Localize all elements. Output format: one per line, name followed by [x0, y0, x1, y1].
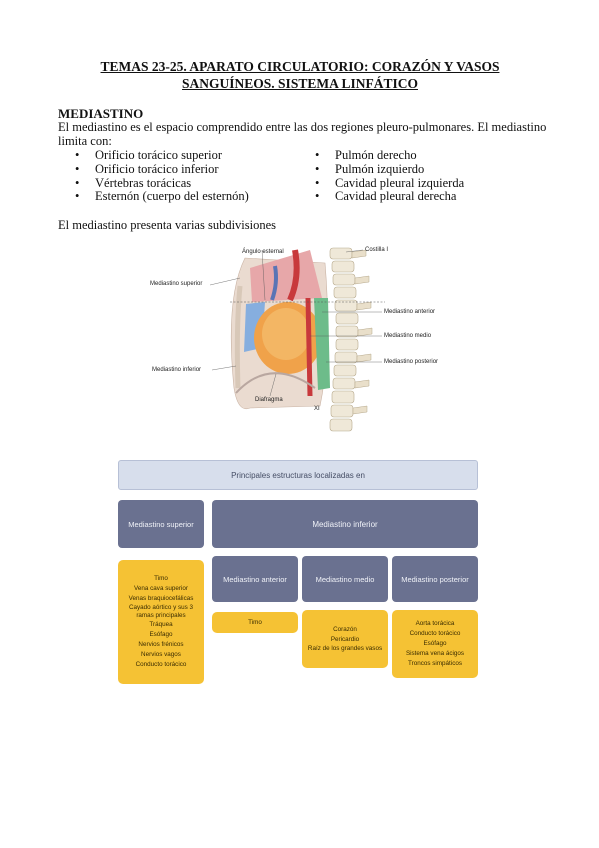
list-item: Pulmón derecho [315, 148, 464, 163]
bullet-list-left: Orificio torácico superior Orificio torá… [75, 148, 249, 204]
label-costilla: Costilla I [365, 247, 389, 253]
box-mediastino-inferior: Mediastino inferior [212, 500, 478, 548]
list-item: Cavidad pleural derecha [315, 190, 464, 204]
list-item: Orificio torácico inferior [75, 162, 249, 177]
list-item: Nervios frénicos [138, 641, 184, 648]
items-mediastino-anterior: Timo [212, 612, 298, 633]
list-item: Timo [154, 575, 168, 582]
list-item: Nervios vagos [141, 651, 181, 658]
list-item: Timo [248, 618, 262, 626]
subdivisions-text: El mediastino presenta varias subdivisio… [58, 218, 277, 232]
list-item: Pulmón izquierdo [315, 162, 464, 177]
section-heading: MEDIASTINO [58, 106, 144, 121]
list-item: Orificio torácico superior [75, 148, 249, 163]
title-line-1: TEMAS 23-25. APARATO CIRCULATORIO: CORAZ… [100, 59, 500, 74]
list-item: Conducto torácico [409, 630, 461, 637]
list-item: Vértebras torácicas [75, 176, 249, 191]
list-item: Raíz de los grandes vasos [307, 645, 383, 652]
box-mediastino-superior: Mediastino superior [118, 500, 204, 548]
bullet-list-right: Pulmón derecho Pulmón izquierdo Cavidad … [315, 148, 464, 204]
title-line-2: SANGUÍNEOS. SISTEMA LINFÁTICO [182, 76, 418, 91]
list-item: Esternón (cuerpo del esternón) [75, 190, 249, 204]
box-mediastino-medio: Mediastino medio [302, 556, 388, 602]
list-item: Esófago [423, 640, 447, 647]
list-item: Cayado aórtico y sus 3 ramas principales [128, 604, 194, 619]
label-mediastino-inferior: Mediastino inferior [152, 367, 202, 373]
list-item: Vena cava superior [134, 585, 188, 592]
box-mediastino-anterior: Mediastino anterior [212, 556, 298, 602]
list-item: Cavidad pleural izquierda [315, 176, 464, 191]
page-title: TEMAS 23-25. APARATO CIRCULATORIO: CORAZ… [60, 58, 540, 92]
list-item: Conducto torácico [135, 661, 187, 668]
label-vertebra-xi: XI [314, 406, 320, 412]
list-item: Pericardio [330, 636, 360, 643]
list-item: Corazón [333, 626, 357, 633]
mediastinum-illustration [209, 247, 385, 432]
items-mediastino-medio: Corazón Pericardio Raíz de los grandes v… [302, 610, 388, 668]
label-angulo-esternal: Ángulo esternal [242, 249, 284, 255]
label-mediastino-superior: Mediastino superior [150, 281, 203, 287]
label-mediastino-medio: Mediastino medio [384, 333, 432, 339]
list-item: Aorta torácica [415, 620, 455, 627]
intro-paragraph: El mediastino es el espacio comprendido … [58, 120, 547, 148]
label-diafragma: Diafragma [255, 397, 283, 403]
list-item: Venas braquiocefálicas [128, 595, 194, 602]
mediastinum-figure: Ángulo esternal Costilla I Mediastino su… [150, 238, 450, 438]
list-item: Sistema vena ácigos [405, 650, 465, 657]
list-item: Tráquea [149, 621, 173, 628]
items-mediastino-posterior: Aorta torácica Conducto torácico Esófago… [392, 610, 478, 678]
label-mediastino-anterior: Mediastino anterior [384, 309, 436, 315]
box-mediastino-posterior: Mediastino posterior [392, 556, 478, 602]
flow-header: Principales estructuras localizadas en [118, 460, 478, 490]
label-mediastino-posterior: Mediastino posterior [384, 359, 439, 365]
items-mediastino-superior: Timo Vena cava superior Venas braquiocef… [118, 560, 204, 684]
list-item: Esófago [149, 631, 173, 638]
list-item: Troncos simpáticos [407, 660, 462, 667]
